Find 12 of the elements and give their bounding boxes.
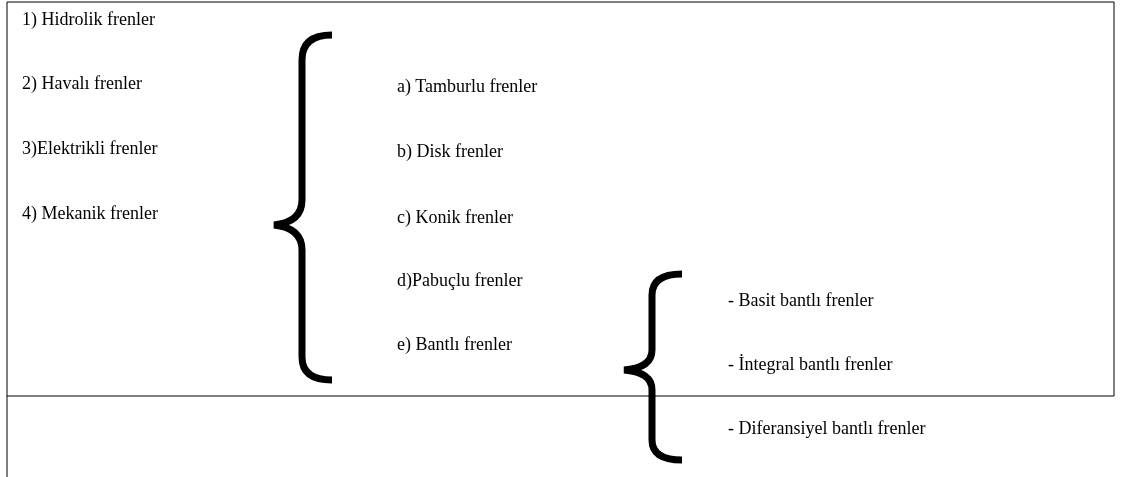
list-item: 2) Havalı frenler [22,72,142,94]
list-item: 1) Hidrolik frenler [22,8,155,30]
list-item: - İntegral bantlı frenler [728,353,893,375]
list-item: a) Tamburlu frenler [397,75,538,97]
list-item: 4) Mekanik frenler [22,202,158,224]
list-item: d)Pabuçlu frenler [397,269,523,291]
list-item: 3)Elektrikli frenler [22,137,158,159]
list-item: b) Disk frenler [397,140,503,162]
list-item: - Diferansiyel bantlı frenler [728,417,926,439]
list-item: c) Konik frenler [397,206,513,228]
list-item: e) Bantlı frenler [397,333,512,355]
list-item: - Basit bantlı frenler [728,289,874,311]
